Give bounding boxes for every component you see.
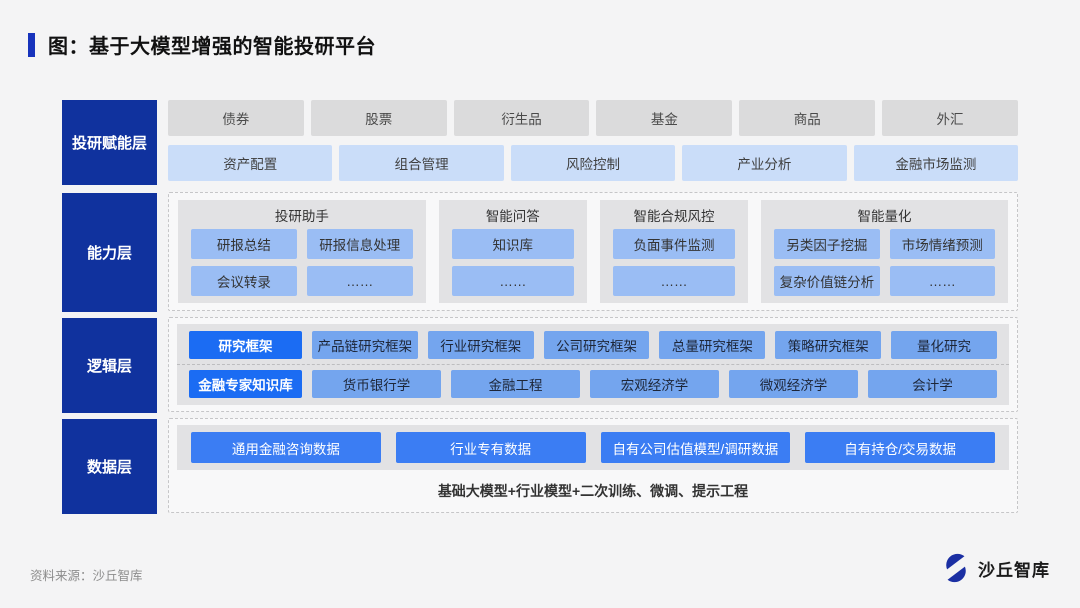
capability-item: 研报总结 (191, 229, 297, 259)
page-title: 图：基于大模型增强的智能投研平台 (48, 36, 376, 58)
capability-item: …… (889, 266, 995, 296)
asset-class-chip: 基金 (596, 100, 733, 136)
capability-item: 研报信息处理 (306, 229, 413, 259)
capability-item: 复杂价值链分析 (774, 266, 880, 296)
capability-group-title: 投研助手 (274, 209, 329, 224)
function-chip: 风险控制 (510, 145, 676, 181)
brand-name: 沙丘智库 (978, 560, 1050, 580)
capability-group-title: 智能问答 (485, 209, 540, 224)
capability-layer-container: 投研助手 研报总结研报信息处理会议转录 …… 智能问答 知识库 …… 智能合规风控 … (168, 192, 1018, 311)
brand-s-icon (946, 553, 966, 583)
logic-item: 货币银行学 (312, 370, 441, 398)
source-note: 资料来源：沙丘智库 (30, 569, 143, 583)
function-chip: 金融市场监测 (853, 145, 1019, 181)
layer-label-data: 数据层 (62, 419, 157, 514)
asset-class-chip: 股票 (310, 100, 447, 136)
logic-layer-container: 研究框架产品链研究框架行业研究框架公司研究框架总量研究框架策略研究框架量化研究 … (168, 317, 1018, 412)
capability-item: …… (451, 266, 574, 296)
capability-group-research-assistant: 投研助手 研报总结研报信息处理会议转录 …… (178, 200, 426, 303)
capability-item: 负面事件监测 (612, 229, 736, 259)
layer-label-column: 投研赋能层 能力层 逻辑层 数据层 (62, 100, 157, 514)
function-chip: 资产配置 (168, 145, 333, 181)
diagram: 投研赋能层 能力层 逻辑层 数据层 债券股票衍生品基金商品外汇 资产配置组合管理… (62, 100, 1019, 514)
logic-row-divider (177, 364, 1009, 365)
capability-group-quant: 智能量化 另类因子挖掘市场情绪预测复杂价值链分析 …… (761, 200, 1008, 303)
capability-group-compliance: 智能合规风控 负面事件监测 …… (599, 200, 749, 303)
layer-label-empower: 投研赋能层 (62, 100, 157, 185)
logic-item: 微观经济学 (729, 370, 858, 398)
capability-item: 会议转录 (191, 266, 297, 296)
asset-class-chip: 衍生品 (453, 100, 590, 136)
data-source-box: 行业专有数据 (395, 432, 586, 463)
asset-class-chip: 外汇 (882, 100, 1018, 136)
capability-items: 另类因子挖掘市场情绪预测复杂价值链分析 …… (774, 229, 995, 296)
data-source-row: 通用金融咨询数据行业专有数据自有公司估值模型/调研数据自有持仓/交易数据 (177, 425, 1009, 470)
logic-item: 会计学 (868, 370, 997, 398)
logic-item: 行业研究框架 (427, 331, 534, 359)
knowledge-base-row: 金融专家知识库货币银行学金融工程宏观经济学微观经济学会计学 (189, 370, 997, 398)
function-chip: 产业分析 (682, 145, 847, 181)
logic-item: 公司研究框架 (543, 331, 650, 359)
logic-panel: 研究框架产品链研究框架行业研究框架公司研究框架总量研究框架策略研究框架量化研究 … (177, 324, 1009, 405)
capability-group-title: 智能量化 (857, 209, 912, 224)
logic-item: 产品链研究框架 (312, 331, 418, 359)
function-chip: 组合管理 (339, 145, 504, 181)
asset-class-chip: 商品 (739, 100, 876, 136)
data-source-box: 自有公司估值模型/调研数据 (600, 432, 791, 463)
capability-items: 研报总结研报信息处理会议转录 …… (191, 229, 413, 296)
logic-item: 总量研究框架 (659, 331, 766, 359)
capability-item: …… (612, 266, 736, 296)
logic-item: 策略研究框架 (775, 331, 882, 359)
foundation-model-note: 基础大模型+行业模型+二次训练、微调、提示工程 (437, 483, 749, 499)
capability-item: 知识库 (451, 229, 574, 259)
layer-label-logic: 逻辑层 (62, 318, 157, 413)
logic-item: 研究框架 (189, 331, 302, 359)
asset-class-row: 债券股票衍生品基金商品外汇 (168, 100, 1018, 136)
data-source-box: 通用金融咨询数据 (191, 432, 381, 463)
brand-logo: 沙丘智库 (941, 553, 1050, 583)
function-row: 资产配置组合管理风险控制产业分析金融市场监测 (168, 145, 1019, 181)
capability-items: 负面事件监测 …… (612, 229, 736, 296)
asset-class-chip: 债券 (168, 100, 304, 136)
research-framework-row: 研究框架产品链研究框架行业研究框架公司研究框架总量研究框架策略研究框架量化研究 (189, 331, 997, 359)
logic-item: 金融工程 (451, 370, 580, 398)
capability-item: 另类因子挖掘 (774, 229, 880, 259)
layer-label-capability: 能力层 (62, 193, 157, 312)
capability-items: 知识库 …… (451, 229, 574, 296)
page-header: 图：基于大模型增强的智能投研平台 (28, 30, 376, 59)
logic-item: 宏观经济学 (590, 370, 719, 398)
capability-item: 市场情绪预测 (889, 229, 995, 259)
logic-item: 量化研究 (891, 331, 997, 359)
capability-item: …… (306, 266, 413, 296)
capability-group-qa: 智能问答 知识库 …… (438, 200, 587, 303)
diagram-content: 债券股票衍生品基金商品外汇 资产配置组合管理风险控制产业分析金融市场监测 投研助… (168, 100, 1019, 514)
title-accent-bar (28, 32, 35, 57)
capability-group-title: 智能合规风控 (633, 209, 715, 224)
data-layer-container: 通用金融咨询数据行业专有数据自有公司估值模型/调研数据自有持仓/交易数据 基础大… (168, 418, 1018, 513)
data-source-box: 自有持仓/交易数据 (805, 432, 995, 463)
logic-item: 金融专家知识库 (189, 370, 302, 398)
